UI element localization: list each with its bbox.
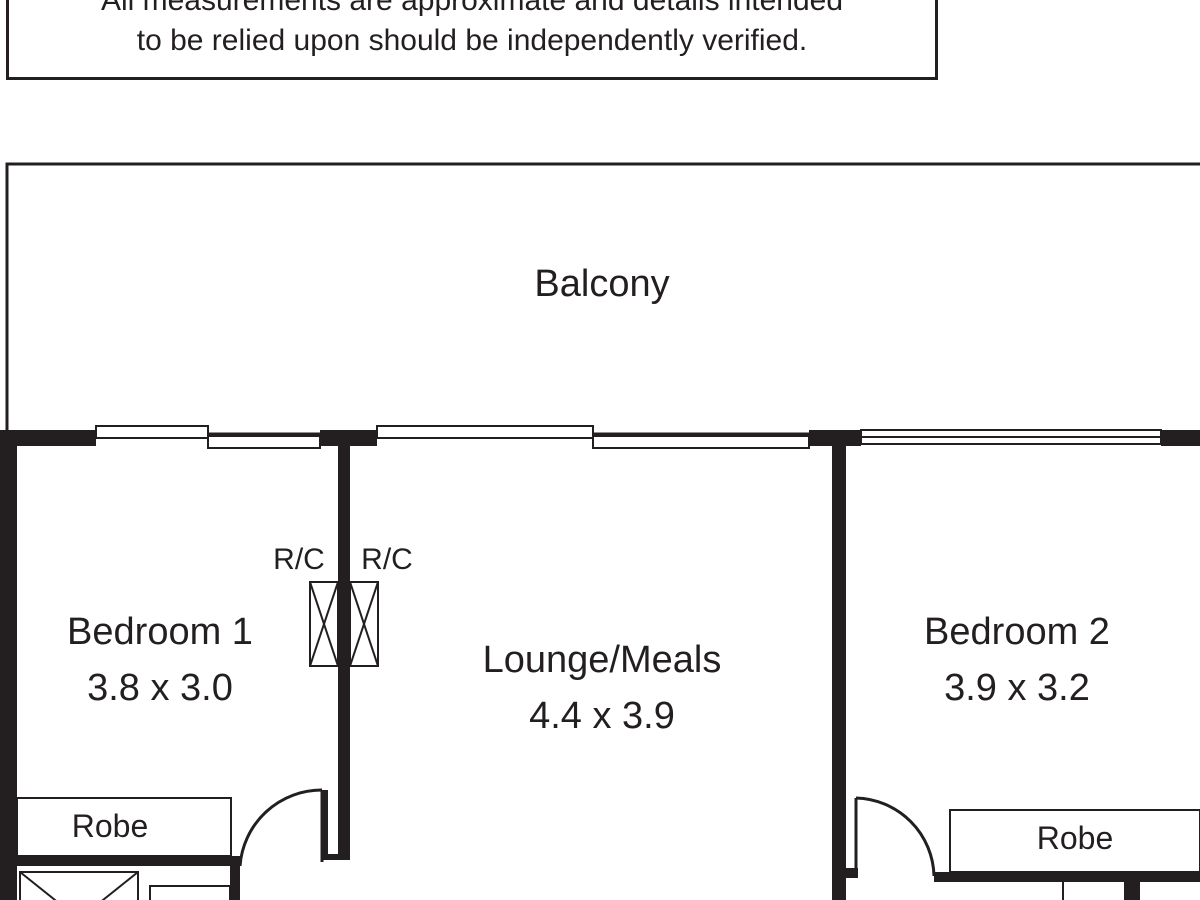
- disclaimer-line-1: All measurements are approximate and det…: [100, 0, 844, 17]
- wall-bed2-bottom: [934, 872, 1200, 882]
- robe2-label: Robe: [995, 818, 1155, 858]
- robe1-label: Robe: [30, 806, 190, 846]
- wall-segment: [0, 430, 96, 446]
- bedroom1-size: 3.8 x 3.0: [87, 667, 233, 709]
- rc-left-label: R/C: [262, 542, 336, 578]
- rc-right-label: R/C: [350, 542, 424, 578]
- wall-segment: [230, 862, 240, 900]
- robe1-name: Robe: [71, 808, 149, 844]
- wall-left: [0, 430, 17, 900]
- bedroom1-label: Bedroom 1 3.8 x 3.0: [20, 604, 300, 716]
- rc-left-text: R/C: [273, 543, 325, 576]
- door-bedroom2: [854, 796, 936, 877]
- bedroom2-label: Bedroom 2 3.9 x 3.2: [877, 604, 1157, 716]
- door-bedroom1: [238, 788, 324, 867]
- wall-segment: [1161, 430, 1200, 446]
- robe2-name: Robe: [1036, 820, 1114, 856]
- wall-segment: [322, 790, 328, 860]
- disclaimer-line-2: to be relied upon should be independentl…: [136, 24, 808, 57]
- sliding-door-lounge: [376, 425, 810, 449]
- bedroom2-size: 3.9 x 3.2: [944, 667, 1090, 709]
- sliding-door-bedroom1: [95, 425, 321, 449]
- balcony-label: Balcony: [452, 256, 752, 312]
- balcony-name: Balcony: [534, 263, 670, 305]
- rc-right-text: R/C: [361, 543, 413, 576]
- bottom-left-fixture: [19, 871, 231, 900]
- rc-unit-left: [309, 581, 339, 667]
- wall-bed1-lounge: [338, 446, 350, 860]
- bedroom2-name: Bedroom 2: [924, 611, 1110, 653]
- lounge-size: 4.4 x 3.9: [529, 695, 675, 737]
- wall-segment: [846, 868, 858, 878]
- balcony-outline: [5, 162, 1200, 436]
- rc-unit-right: [349, 581, 379, 667]
- lounge-label: Lounge/Meals 4.4 x 3.9: [402, 632, 802, 744]
- wall-segment: [809, 430, 861, 446]
- window-bedroom2: [860, 429, 1162, 445]
- wall-bed1-bottom: [17, 856, 240, 866]
- wall-lounge-bed2: [832, 446, 846, 900]
- bedroom1-name: Bedroom 1: [67, 611, 253, 653]
- wall-segment: [1062, 882, 1064, 900]
- lounge-name: Lounge/Meals: [482, 639, 722, 681]
- wall-segment: [320, 430, 377, 446]
- wall-segment: [322, 854, 350, 860]
- wall-segment: [1124, 876, 1140, 900]
- disclaimer-box: All measurements are approximate and det…: [6, 0, 938, 80]
